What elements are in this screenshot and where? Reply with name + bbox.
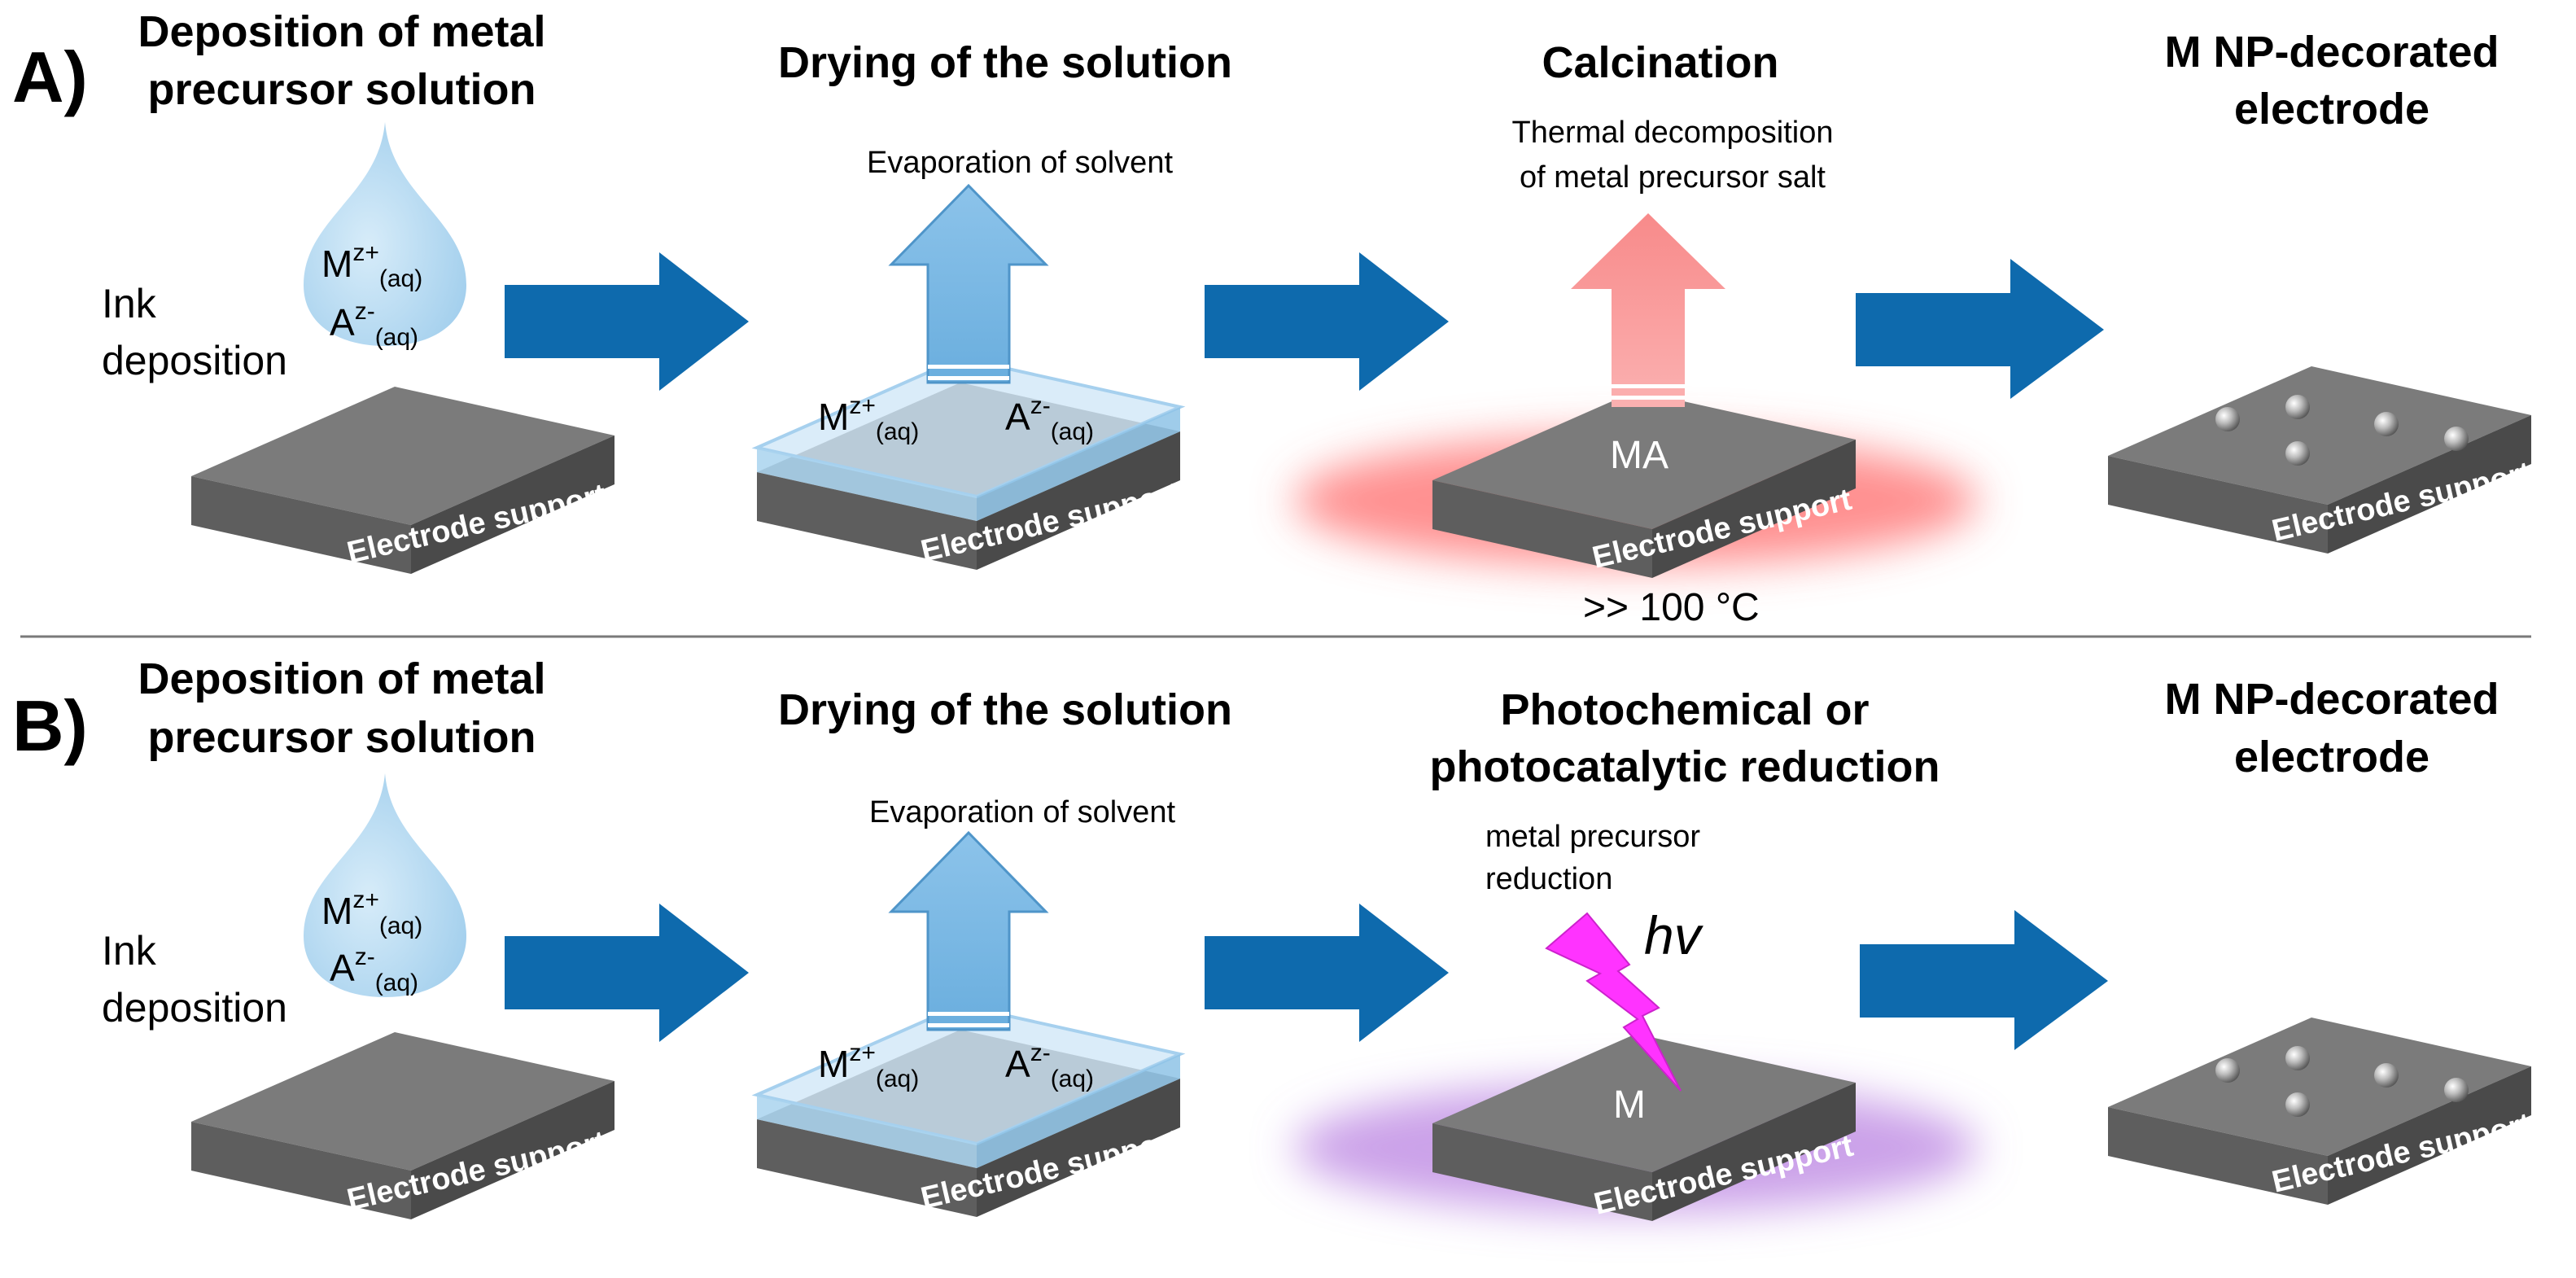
- cation-label: Mz+(aq): [818, 392, 919, 445]
- step-heading: Drying of the solution: [778, 685, 1232, 734]
- anion-label: Az-(aq): [330, 298, 418, 351]
- droplet-icon: [304, 122, 466, 346]
- sphere-icon: [2285, 1092, 2310, 1117]
- step-heading-line-1: Deposition of metal: [138, 654, 545, 703]
- sphere-icon: [2215, 1058, 2240, 1083]
- temperature-label: >> 100 °C: [1583, 586, 1760, 629]
- step-photoreduction: Photochemical or photocatalytic reductio…: [1294, 685, 1978, 1222]
- sphere-icon: [2444, 1078, 2469, 1102]
- anion-label: Az-(aq): [330, 943, 418, 996]
- up-arrow-icon: [888, 183, 1049, 384]
- process-note-line-1: Thermal decomposition: [1512, 116, 1834, 150]
- panel-label: B): [12, 685, 88, 766]
- step-heading-line-1: Deposition of metal: [138, 7, 545, 56]
- right-arrow-icon: [1860, 910, 2108, 1050]
- step-heading-line-2: electrode: [2234, 85, 2429, 133]
- step-drying: Drying of the solution Evaporation of so…: [755, 38, 1232, 570]
- sphere-icon: [2374, 412, 2399, 436]
- ink-label-line-2: deposition: [102, 338, 287, 383]
- step-heading-line-1: Photochemical or: [1500, 685, 1869, 734]
- right-arrow-icon: [1205, 252, 1449, 391]
- sphere-icon: [2285, 441, 2310, 466]
- droplet-icon: [304, 773, 466, 997]
- right-arrow-icon: [1205, 904, 1449, 1042]
- sphere-icon: [2285, 395, 2310, 419]
- process-note-line-1: metal precursor: [1485, 820, 1700, 854]
- process-note-line-2: of metal precursor salt: [1520, 160, 1826, 195]
- panel-b: B) Deposition of metal precursor solutio…: [12, 654, 2534, 1222]
- sphere-icon: [2374, 1063, 2399, 1088]
- ink-label-line-2: deposition: [102, 985, 287, 1031]
- step-heading-line-1: M NP-decorated: [2164, 28, 2499, 77]
- step-decorated-electrode: M NP-decorated electrode Electrode suppo…: [2108, 28, 2534, 554]
- right-arrow-icon: [505, 904, 749, 1042]
- step-heading-line-2: electrode: [2234, 733, 2429, 781]
- step-heading: Calcination: [1542, 38, 1778, 87]
- anion-label: Az-(aq): [1005, 392, 1094, 445]
- step-decorated-electrode: M NP-decorated electrode Electrode suppo…: [2108, 675, 2534, 1205]
- up-arrow-icon: [1571, 213, 1725, 407]
- step-heading-line-2: photocatalytic reduction: [1429, 742, 1940, 791]
- ink-label-line-1: Ink: [102, 281, 157, 326]
- up-arrow-icon: [888, 830, 1049, 1031]
- step-heading-line-2: precursor solution: [147, 65, 536, 114]
- step-heading-line-2: precursor solution: [147, 713, 536, 762]
- panel-label: A): [12, 37, 88, 117]
- cation-label: Mz+(aq): [818, 1039, 919, 1092]
- right-arrow-icon: [1856, 259, 2104, 399]
- right-arrow-icon: [505, 252, 749, 391]
- surface-label: M: [1613, 1083, 1646, 1127]
- step-drying: Drying of the solution Evaporation of so…: [755, 685, 1232, 1217]
- step-calcination: Calcination Thermal decomposition of met…: [1294, 38, 1978, 629]
- process-note-line-2: reduction: [1485, 862, 1612, 896]
- evaporation-note: Evaporation of solvent: [869, 795, 1175, 829]
- step-heading: Drying of the solution: [778, 38, 1232, 87]
- cation-label: Mz+(aq): [321, 239, 422, 292]
- anion-label: Az-(aq): [1005, 1039, 1094, 1092]
- light-symbol: hv: [1644, 905, 1704, 965]
- lightning-bolt-icon: [1545, 912, 1682, 1092]
- surface-label: MA: [1610, 434, 1668, 477]
- ink-label-line-1: Ink: [102, 928, 157, 974]
- cation-label: Mz+(aq): [321, 886, 422, 939]
- sphere-icon: [2444, 427, 2469, 451]
- step-heading-line-1: M NP-decorated: [2164, 675, 2499, 724]
- panel-a: A) Deposition of metal precursor solutio…: [12, 7, 2534, 629]
- sphere-icon: [2285, 1046, 2310, 1070]
- evaporation-note: Evaporation of solvent: [867, 146, 1173, 180]
- sphere-icon: [2215, 407, 2240, 431]
